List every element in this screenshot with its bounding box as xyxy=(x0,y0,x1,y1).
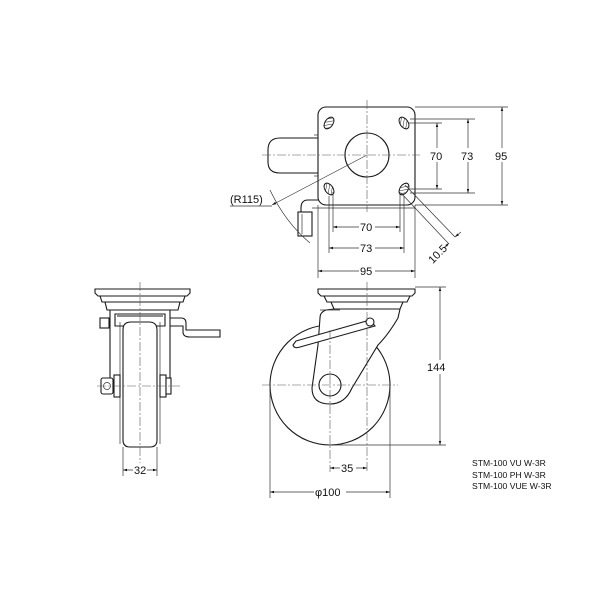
dim-swivel-offset: 35 xyxy=(341,463,353,475)
mounting-holes xyxy=(323,116,410,196)
dim-wheel-diameter: φ100 xyxy=(315,487,341,499)
top-view: (R115) 70 73 95 70 73 95 xyxy=(230,100,510,278)
front-view: 32 xyxy=(94,282,221,477)
side-brake-lever xyxy=(292,319,376,349)
model-name: STM-100 PH W-3R xyxy=(472,469,546,480)
dim-plate-height: 95 xyxy=(495,151,507,163)
dim-hole-spacing-outer-h: 73 xyxy=(360,243,372,255)
dim-hole-spacing-outer-v: 73 xyxy=(461,151,473,163)
model-name: STM-100 VU W-3R xyxy=(472,458,546,468)
front-brake-lever xyxy=(170,317,221,338)
swivel-radius-arc xyxy=(269,189,311,244)
model-name: STM-100 VUE W-3R xyxy=(472,481,552,491)
side-view: 144 35 φ100 xyxy=(262,282,448,499)
side-top-plate xyxy=(317,288,416,297)
model-list: STM-100 VU W-3R STM-100 PH W-3R STM-100 … xyxy=(472,458,552,493)
dim-overall-height: 144 xyxy=(427,362,445,374)
front-top-plate xyxy=(94,288,191,297)
dim-plate-width: 95 xyxy=(360,266,372,278)
brake-pedal-tab xyxy=(300,199,318,212)
dim-wheel-width: 32 xyxy=(134,465,146,477)
dim-hole-spacing-inner-v: 70 xyxy=(430,151,442,163)
top-plate xyxy=(317,106,416,206)
dim-slot-width: 10.5 xyxy=(426,243,450,267)
brake-lever-top xyxy=(267,137,318,174)
swivel-radius-label: (R115) xyxy=(230,194,263,206)
dim-hole-spacing-inner-h: 70 xyxy=(360,222,372,234)
